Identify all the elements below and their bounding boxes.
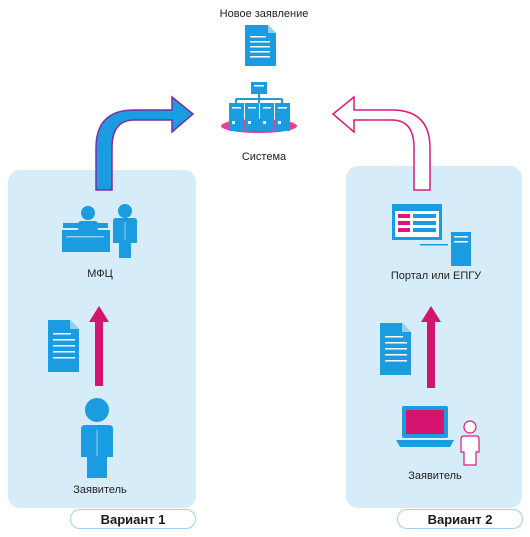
right-document-icon bbox=[380, 323, 411, 375]
portal-label: Портал или ЕПГУ bbox=[390, 270, 482, 282]
right-curved-arrow bbox=[331, 95, 431, 191]
variant-2-tab[interactable]: Вариант 2 bbox=[397, 509, 523, 529]
left-applicant-label: Заявитель bbox=[73, 484, 127, 496]
new-application-label: Новое заявление bbox=[219, 8, 309, 20]
variant-1-tab[interactable]: Вариант 1 bbox=[70, 509, 196, 529]
system-servers-icon bbox=[221, 82, 297, 133]
left-document-icon bbox=[48, 320, 79, 372]
new-application-document-icon bbox=[245, 25, 276, 66]
mfc-label: МФЦ bbox=[87, 268, 113, 280]
applicant-person-icon bbox=[81, 398, 113, 478]
laptop-icon bbox=[396, 406, 454, 447]
applicant-outline-person-icon bbox=[460, 420, 480, 466]
system-label: Система bbox=[241, 151, 287, 163]
left-up-arrow bbox=[89, 306, 109, 386]
right-up-arrow bbox=[421, 306, 441, 388]
mfc-office-icon bbox=[62, 204, 137, 258]
right-applicant-label: Заявитель bbox=[408, 470, 462, 482]
portal-computer-icon bbox=[392, 204, 471, 266]
left-curved-arrow bbox=[95, 95, 195, 191]
